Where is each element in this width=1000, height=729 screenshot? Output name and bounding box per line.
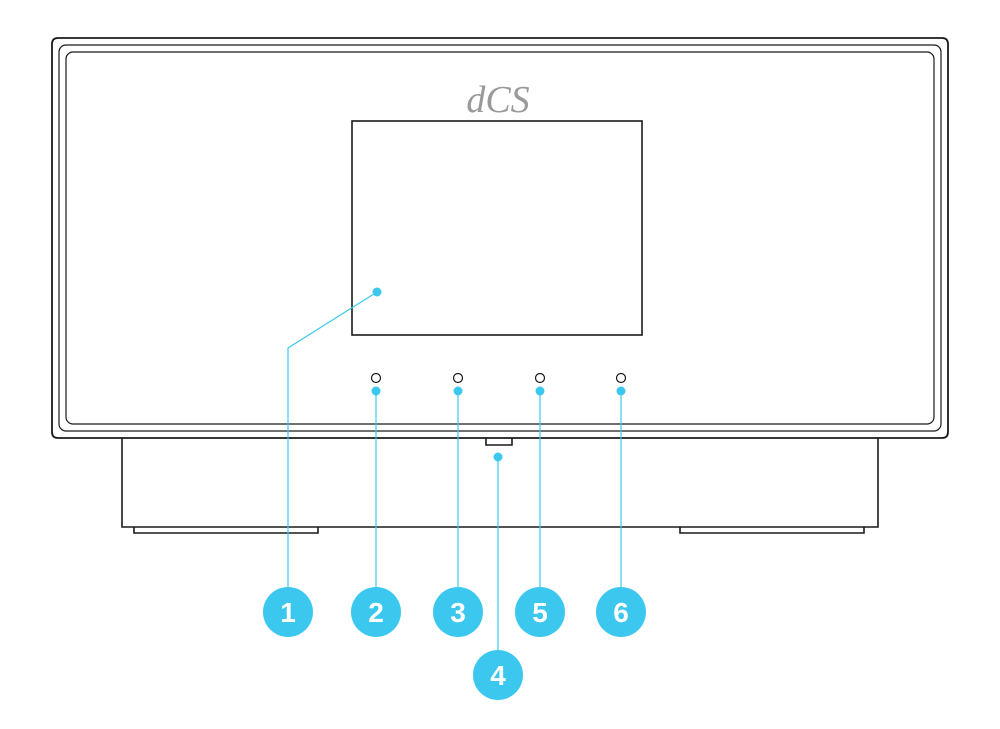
svg-text:4: 4 [490, 660, 506, 691]
callout-badge-6: 6 [596, 587, 646, 637]
anchor-dot-1 [372, 287, 382, 297]
leader-line-1 [287, 291, 378, 600]
brand-logo: dCS [466, 79, 529, 121]
svg-text:2: 2 [368, 597, 384, 628]
callout-badge-4: 4 [473, 650, 523, 700]
anchor-dot-3 [453, 386, 463, 396]
svg-text:1: 1 [280, 597, 296, 628]
front-button-3[interactable] [534, 372, 546, 384]
leader-lines [287, 291, 622, 660]
svg-text:6: 6 [613, 597, 629, 628]
front-button-1[interactable] [370, 372, 382, 384]
callout-badge-5: 5 [515, 587, 565, 637]
callout-badge-2: 2 [351, 587, 401, 637]
callout-badge-1: 1 [263, 587, 313, 637]
display-screen [351, 120, 643, 336]
svg-text:3: 3 [450, 597, 466, 628]
anchor-dot-6 [616, 386, 626, 396]
anchor-dot-5 [535, 386, 545, 396]
callout-badge-3: 3 [433, 587, 483, 637]
anchor-dots [371, 287, 626, 462]
front-button-2[interactable] [452, 372, 464, 384]
front-panel [51, 37, 949, 439]
front-button-4[interactable] [615, 372, 627, 384]
svg-text:5: 5 [532, 597, 548, 628]
anchor-dot-4 [493, 452, 503, 462]
device-base [121, 438, 879, 534]
anchor-dot-2 [371, 386, 381, 396]
